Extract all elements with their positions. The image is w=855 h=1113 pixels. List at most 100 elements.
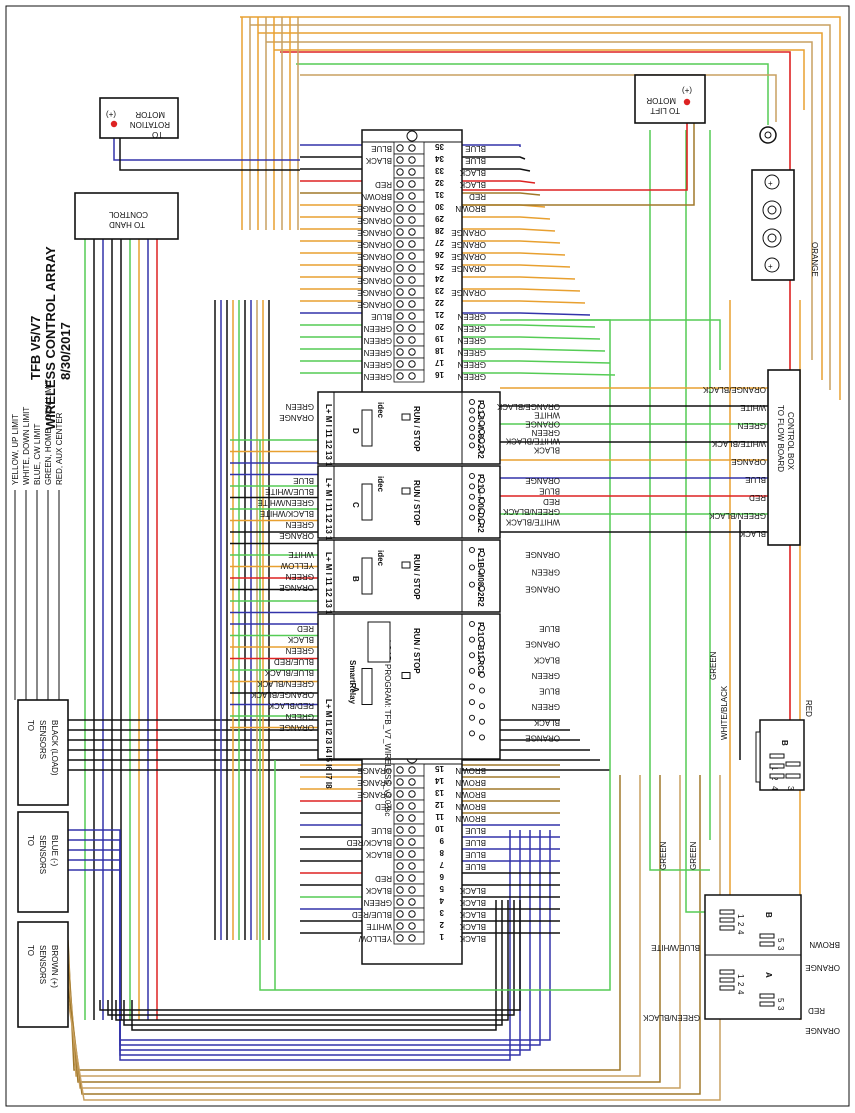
terminal-number: 17 <box>435 358 444 367</box>
svg-text:ROTATION: ROTATION <box>130 120 170 129</box>
terminal-left-label: ORANGE <box>357 264 392 273</box>
module-model: FL1C-B12RCE <box>476 622 485 677</box>
wire <box>107 900 515 1016</box>
wire <box>280 51 791 120</box>
color-legend: YELLOW, UP LIMIT WHITE, DOWN LIMIT BLUE,… <box>11 379 64 700</box>
module-c <box>317 465 501 539</box>
terminal-left-label: WHITE <box>366 922 392 931</box>
flow-board-control-box: TO FLOW BOARD CONTROL BOX <box>767 369 801 546</box>
terminal-left-label: GREEN <box>363 898 392 907</box>
module-program: LOAD PROGRAM: TFB_V7_WIRELESS_v3.0.lsc <box>383 640 392 816</box>
module-right-label: GREEN <box>531 671 560 680</box>
module-brand: idec <box>376 402 385 419</box>
terminal-number: 9 <box>439 836 444 845</box>
terminal-left-label: BLACK/RED <box>346 838 392 847</box>
svg-text:TO: TO <box>26 835 35 846</box>
module-right-label: ORANGE <box>525 419 560 428</box>
terminal-number: 14 <box>435 776 444 785</box>
terminal-number: 27 <box>435 238 444 247</box>
flow-label: GREEN <box>737 421 766 430</box>
terminal-number: 10 <box>435 824 444 833</box>
terminal-right-label: BLACK <box>459 910 486 919</box>
terminal-right-label: ORANGE <box>451 240 486 249</box>
module-run-stop: RUN / STOP <box>412 406 421 452</box>
wire <box>649 130 710 871</box>
svg-text:BLACK (LOAD): BLACK (LOAD) <box>50 720 59 776</box>
module-left-label: ORANGE/BLACK <box>250 690 314 699</box>
terminal-right-label: BLUE <box>465 862 486 871</box>
relay-wire-label: RED <box>808 1006 825 1015</box>
terminal-left-label: GREEN <box>363 324 392 333</box>
module-right-label: GREEN <box>531 567 560 576</box>
module-letter: D <box>351 428 360 434</box>
svg-text:CONTROL BOX: CONTROL BOX <box>786 412 795 471</box>
terminal-right-label: BROWN <box>455 204 486 213</box>
relay-pin: 3 <box>776 1006 785 1011</box>
module-right-label: ORANGE <box>525 640 560 649</box>
wire <box>250 24 831 390</box>
module-left-label: RED/BLACK <box>268 701 314 710</box>
terminal-number: 6 <box>439 872 444 881</box>
wire <box>123 900 503 1026</box>
module-run-stop: RUN / STOP <box>412 480 421 526</box>
wire <box>68 830 511 1061</box>
terminal-right-label: BROWN <box>455 766 486 775</box>
relay-pin: 1 <box>736 914 745 919</box>
terminal-left-label: ORANGE <box>357 252 392 261</box>
terminal-number: 31 <box>435 190 444 199</box>
relay-pin: 2 <box>736 922 745 927</box>
svg-text:TO: TO <box>26 720 35 731</box>
terminal-number: 32 <box>435 178 444 187</box>
module-right-label: ORANGE <box>525 476 560 485</box>
relay-letter: B <box>780 740 789 746</box>
relay-pin: 3 <box>776 946 785 951</box>
svg-text:TO: TO <box>152 130 163 139</box>
terminal-left-label: BLACK <box>365 156 392 165</box>
module-right-label: GREEN <box>531 428 560 437</box>
side-label: GREEN <box>689 841 698 870</box>
rotation-motor-box: (+) TO ROTATION MOTOR <box>99 97 179 139</box>
terminal-right-label: BLUE <box>465 838 486 847</box>
relay-pin: 2 <box>736 982 745 987</box>
module-right-label: BLACK <box>533 655 560 664</box>
module-brand: idec <box>376 476 385 493</box>
terminal-number: 18 <box>435 346 444 355</box>
terminal-number: 16 <box>435 370 444 379</box>
module-subtitle: SmartRelay <box>348 660 357 705</box>
module-left-label: ORANGE <box>279 583 314 592</box>
relay-pin: 4 <box>770 786 779 791</box>
legend-item: YELLOW, UP LIMIT <box>11 414 20 485</box>
wire <box>240 16 841 400</box>
module-left-label: ORANGE <box>279 723 314 732</box>
terminal-number: 28 <box>435 226 444 235</box>
wire <box>67 775 641 1077</box>
module-right-label: WHITE/BLACK <box>505 437 560 446</box>
terminal-right-label: BLUE <box>465 144 486 153</box>
terminal-left-label: ORANGE <box>357 790 392 799</box>
relay-letter: B <box>764 912 773 918</box>
svg-text:SENSORS: SENSORS <box>38 835 47 874</box>
title-block: TFB V5/V7 WIRELESS CONTROL ARRAY 8/30/20… <box>28 246 73 430</box>
legend-item: BLUE, CW LIMIT <box>33 424 42 485</box>
terminal-left-label: ORANGE <box>357 288 392 297</box>
module-brand: idec <box>376 550 385 567</box>
relay-pin: 3 <box>786 786 795 791</box>
terminal-right-label: GREEN <box>457 336 486 345</box>
legend-item: WHITE, DOWN LIMIT <box>22 407 31 485</box>
wire <box>258 32 823 380</box>
terminal-right-label: BLUE <box>465 850 486 859</box>
page-border <box>5 5 850 1107</box>
legend-item: GREEN, HOME - CCW LIMIT <box>44 379 53 485</box>
title-line-2: WIRELESS CONTROL ARRAY <box>43 246 58 430</box>
terminal-right-label: ORANGE <box>451 264 486 273</box>
side-label: GREEN <box>659 841 668 870</box>
terminal-number: 7 <box>439 860 444 869</box>
svg-text:SENSORS: SENSORS <box>38 720 47 759</box>
module-left-label: BLUE <box>293 476 314 485</box>
terminal-number: 1 <box>439 932 444 941</box>
module-right-label: BLUE <box>539 624 560 633</box>
sensors-brown-box: TO SENSORS BROWN (+) <box>17 921 69 1028</box>
module-right-label: BLACK <box>533 445 560 454</box>
module-run-stop: RUN / STOP <box>412 628 421 674</box>
